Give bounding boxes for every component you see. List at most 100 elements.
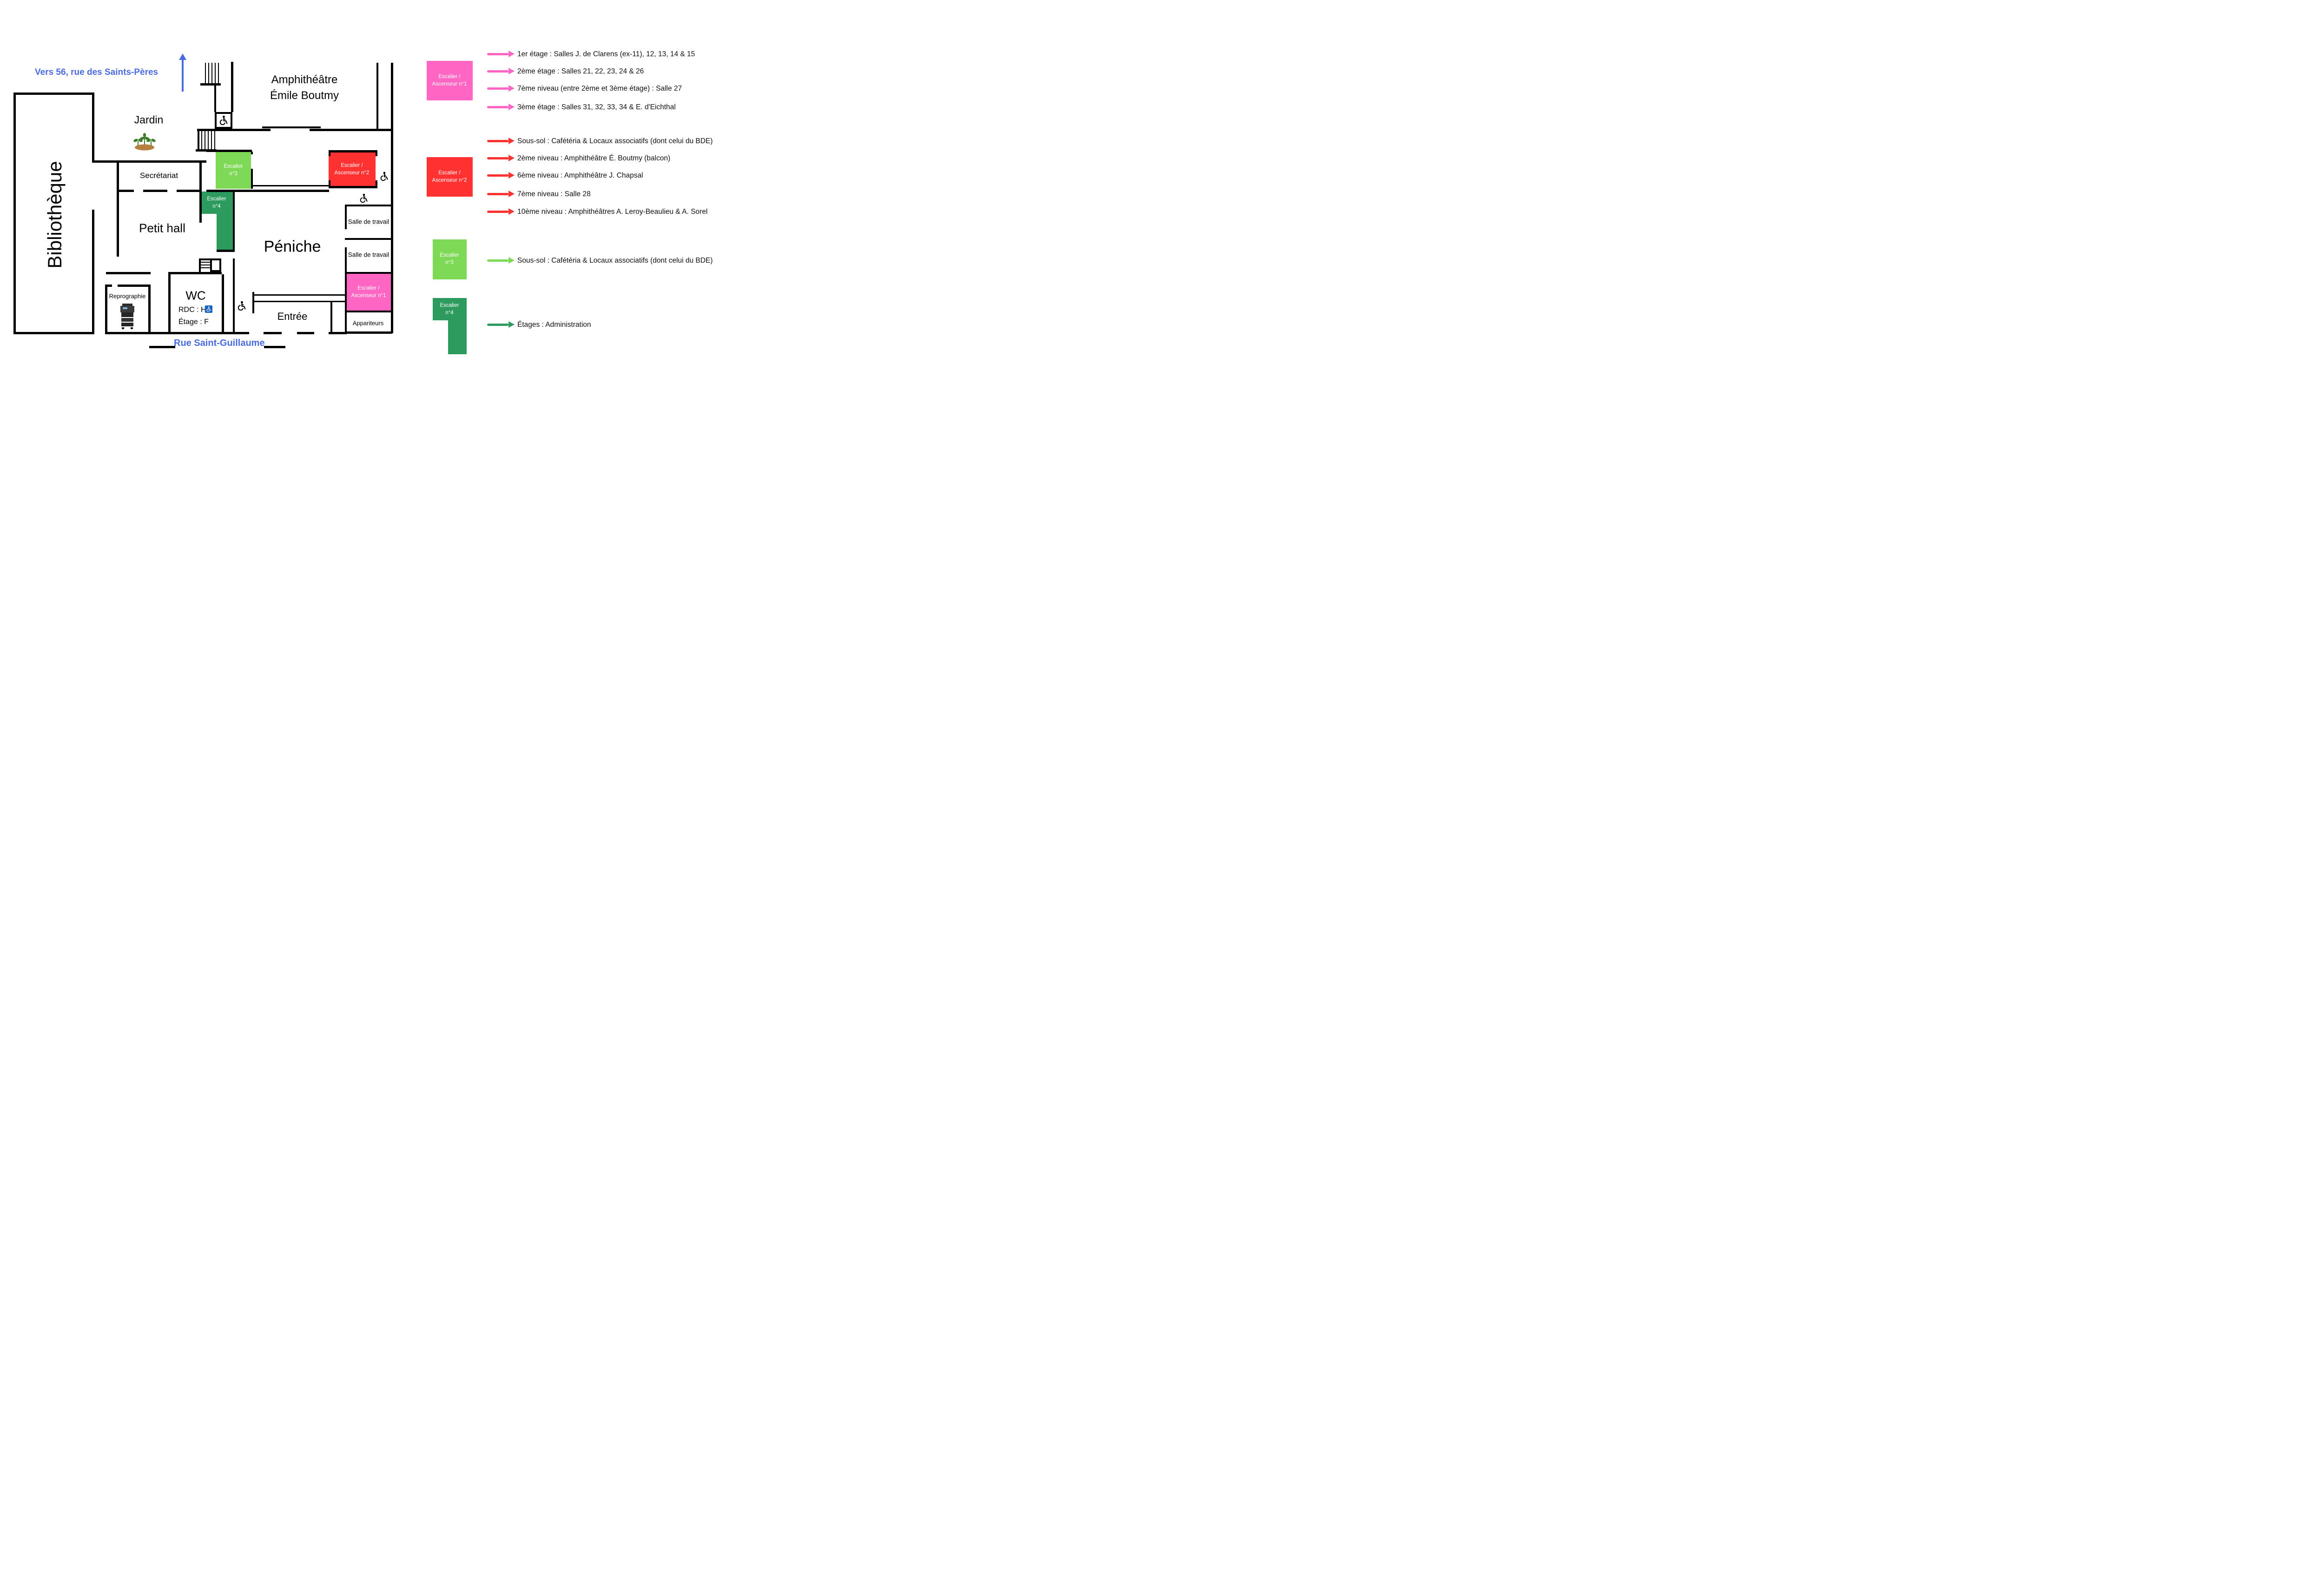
wc-etage-label: Étage : F — [178, 318, 209, 326]
wall-segment — [177, 190, 199, 192]
legend-item: 3ème étage : Salles 31, 32, 33, 34 & E. … — [517, 103, 676, 111]
wall-segment — [345, 238, 392, 240]
wall-segment — [92, 93, 94, 163]
wall-segment — [310, 129, 392, 131]
wall-segment — [92, 210, 94, 334]
wall-segment — [345, 205, 347, 229]
wall-segment — [262, 126, 321, 128]
wall-segment — [233, 192, 235, 251]
legend-box-n3 — [433, 239, 467, 279]
wall-segment — [208, 131, 209, 149]
legend-item: Étages : Administration — [517, 321, 591, 329]
wall-segment — [13, 93, 94, 95]
plan-stair-box-n4 — [200, 192, 233, 214]
wall-segment — [105, 285, 112, 287]
wall-segment — [231, 62, 233, 112]
wall-segment — [215, 63, 216, 84]
plant-icon — [131, 133, 158, 151]
wall-segment — [197, 129, 271, 131]
wall-segment — [211, 63, 212, 84]
legend-box-n2-label: Escalier /Ascenseur n°2 — [432, 170, 467, 183]
wall-segment — [218, 63, 219, 84]
wall-segment — [208, 63, 209, 84]
wall-segment — [168, 272, 222, 274]
legend-item: 2ème niveau : Amphithéâtre É. Boutmy (ba… — [517, 154, 671, 162]
wall-segment — [252, 292, 254, 313]
room-label-wc: WC — [185, 288, 206, 303]
legend-item: 6ème niveau : Amphithéâtre J. Chapsal — [517, 172, 643, 179]
room-label-salle-de-travail-1: Salle de travail — [348, 218, 390, 225]
wall-segment — [201, 131, 202, 149]
wall-segment — [226, 332, 249, 334]
wall-segment — [264, 332, 282, 334]
wall-segment — [329, 186, 377, 188]
legend-item: 10ème niveau : Amphithéâtres A. Leroy-Be… — [517, 208, 708, 216]
wall-segment — [198, 129, 199, 150]
wall-segment — [13, 93, 16, 334]
wall-segment — [206, 150, 252, 152]
wall-segment — [205, 63, 206, 84]
wall-segment — [254, 294, 345, 296]
legend-item: 1er étage : Salles J. de Clarens (ex-11)… — [517, 50, 695, 58]
wall-segment — [345, 272, 392, 274]
wall-segment — [118, 285, 150, 287]
wall-segment — [222, 274, 224, 332]
wall-segment — [92, 160, 206, 163]
wall-segment — [254, 301, 345, 302]
wall-segment — [329, 152, 330, 156]
wall-segment — [330, 302, 332, 332]
wall-segment — [206, 190, 329, 192]
wall-segment — [231, 112, 232, 129]
wall-segment — [199, 260, 201, 272]
wall-segment — [219, 258, 221, 272]
wall-segment — [105, 285, 107, 334]
wall-segment — [214, 131, 215, 149]
wall-segment — [143, 190, 167, 192]
wall-segment — [210, 270, 221, 272]
wall-segment — [329, 332, 347, 334]
legend-box-n4-bar — [448, 320, 467, 354]
wc-rdc-label: RDC : H/ — [178, 306, 208, 314]
wheelchair-icon — [359, 193, 369, 203]
room-label-salle-de-travail-2: Salle de travail — [348, 251, 390, 258]
room-label-reprographie: Reprographie — [109, 292, 146, 300]
wall-segment — [199, 160, 202, 223]
legend-box-n2 — [427, 157, 473, 197]
wall-segment — [376, 63, 378, 129]
wall-segment — [215, 112, 232, 114]
wall-segment — [106, 272, 151, 274]
wall-segment — [264, 346, 285, 348]
legend-box-n1-label: Escalier /Ascenseur n°1 — [432, 74, 467, 87]
printer-icon — [120, 304, 134, 330]
wall-segment — [214, 86, 216, 112]
wall-segment — [233, 258, 235, 332]
room-label-entree: Entrée — [277, 311, 308, 322]
plan-stair-box-n4-bar — [217, 214, 233, 250]
wall-segment — [196, 149, 217, 152]
legend-item: 2ème étage : Salles 21, 22, 23, 24 & 26 — [517, 67, 644, 75]
wall-segment — [211, 131, 212, 149]
wall-segment — [297, 332, 314, 334]
wall-segment — [376, 152, 377, 156]
wall-segment — [13, 332, 94, 334]
room-label-amphitheatre-line2: Émile Boutmy — [270, 89, 339, 102]
wheelchair-icon — [237, 301, 247, 311]
wall-segment — [119, 190, 134, 192]
wall-segment — [148, 285, 151, 334]
street-label-saints-peres: Vers 56, rue des Saints-Pères — [35, 67, 158, 77]
wall-segment — [345, 311, 392, 312]
room-label-amphitheatre-line1: Amphithéâtre — [271, 73, 338, 86]
plan-stair-box-n2 — [329, 152, 376, 186]
street-label-saint-guillaume: Rue Saint-Guillaume — [174, 338, 265, 348]
legend-item: Sous-sol : Cafétéria & Locaux associatif… — [517, 137, 713, 145]
legend-box-n1 — [427, 61, 473, 100]
wall-segment — [215, 112, 217, 129]
room-label-appariteurs: Appariteurs — [352, 319, 384, 327]
wall-segment — [201, 262, 210, 263]
wall-segment — [117, 163, 119, 257]
plan-stair-box-n2-label: Escalier /Ascenseur n°2 — [334, 163, 370, 176]
wall-segment — [105, 332, 226, 334]
